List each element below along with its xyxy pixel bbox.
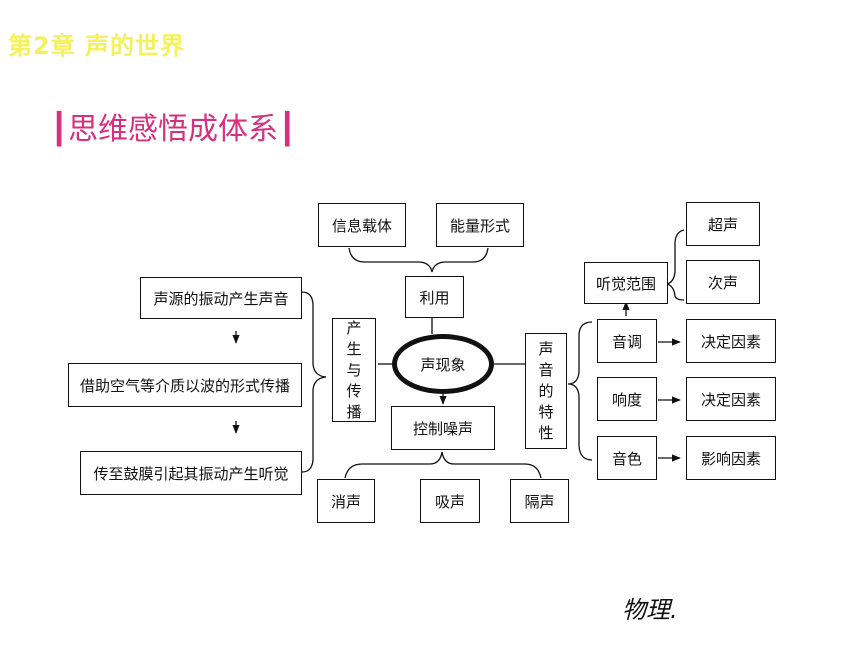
muffle-box: 消声: [317, 479, 375, 523]
footer-subject: 物理.: [622, 596, 678, 624]
section-heading: ┃思维感悟成体系┃: [50, 104, 296, 148]
pitch-factor-box: 决定因素: [686, 319, 776, 363]
info-carrier-box: 信息载体: [318, 203, 406, 247]
heading-text: 思维感悟成体系: [68, 112, 279, 147]
sound-characteristics-label: 声音的特性: [538, 339, 554, 442]
timbre-factor-box: 影响因素: [686, 436, 776, 480]
loudness-factor-box: 决定因素: [686, 377, 776, 421]
chapter-title: 第2章 声的世界: [8, 32, 186, 60]
absorb-box: 吸声: [420, 479, 480, 523]
loudness-box: 响度: [597, 377, 657, 421]
insulate-box: 隔声: [510, 479, 569, 523]
hearing-range-box: 听觉范围: [584, 262, 668, 304]
heading-bar-left: ┃: [50, 112, 69, 147]
pitch-box: 音调: [597, 319, 657, 363]
production-propagation-box: 产生与传播: [332, 318, 376, 422]
step-vibration-box: 声源的振动产生声音: [140, 277, 302, 319]
infrasound-box: 次声: [686, 260, 760, 304]
center-node: 声现象: [392, 334, 494, 394]
sound-characteristics-box: 声音的特性: [525, 333, 567, 449]
ultrasound-box: 超声: [686, 202, 760, 246]
step-medium-box: 借助空气等介质以波的形式传播: [68, 363, 302, 407]
step-eardrum-box: 传至鼓膜引起其振动产生听觉: [80, 451, 302, 495]
noise-control-box: 控制噪声: [391, 406, 495, 450]
timbre-box: 音色: [597, 436, 657, 480]
heading-bar-right: ┃: [278, 112, 297, 147]
use-box: 利用: [405, 276, 464, 318]
production-propagation-label: 产生与传播: [346, 318, 362, 421]
energy-form-box: 能量形式: [436, 203, 524, 247]
